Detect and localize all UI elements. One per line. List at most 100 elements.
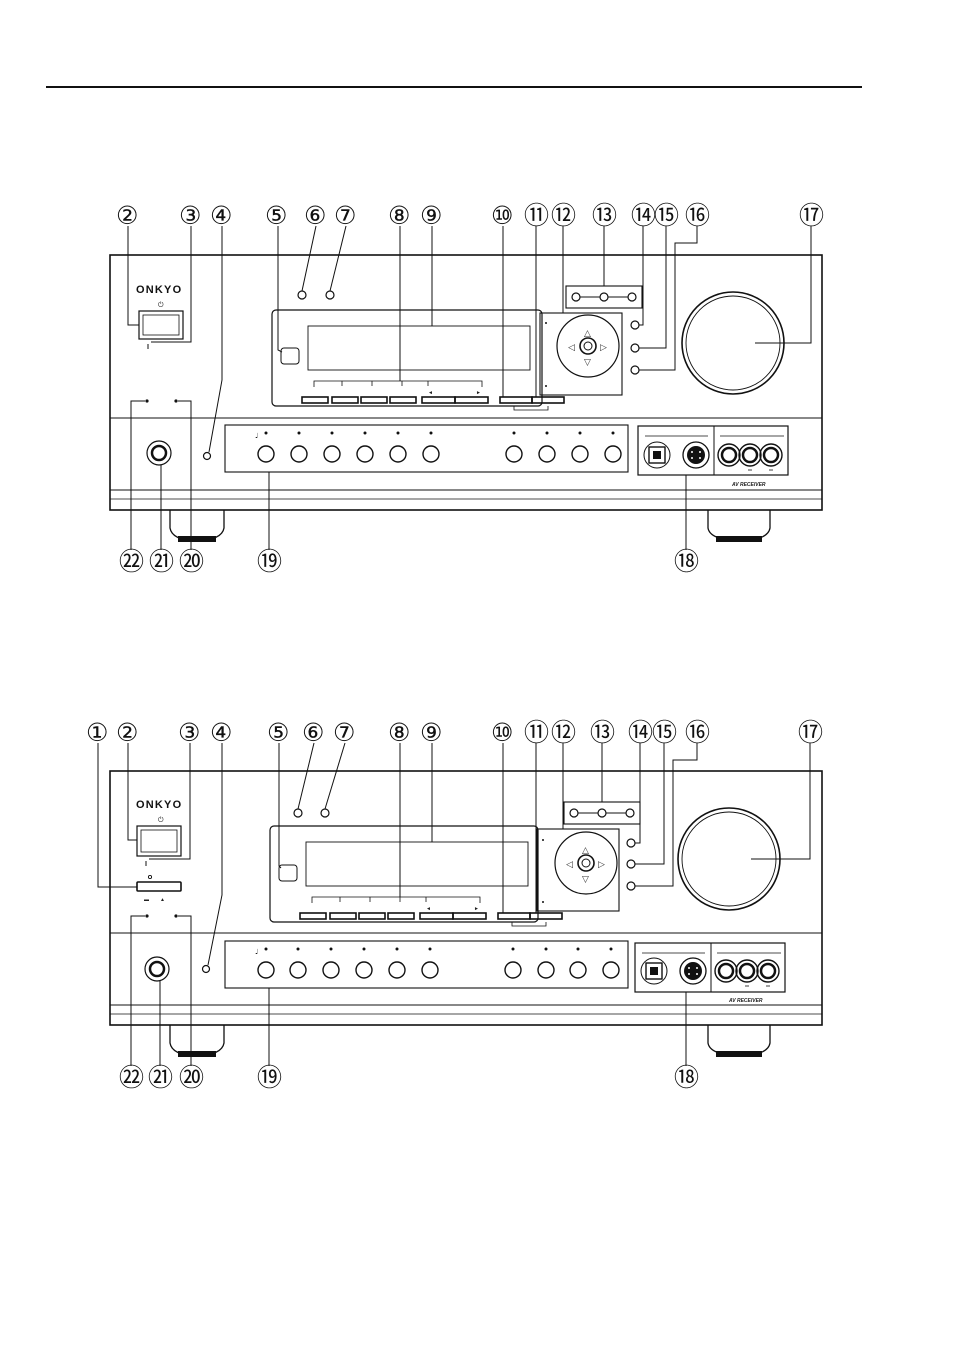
selector-button[interactable] [258, 962, 274, 978]
tuning-button-left[interactable] [420, 913, 453, 919]
button-13c[interactable] [628, 293, 636, 301]
arrow-right-icon: ▷ [598, 860, 605, 870]
remote-sensor [279, 865, 297, 881]
selector-button[interactable] [506, 446, 522, 462]
arrow-left-icon: ◁ [568, 343, 575, 353]
callout-4: ④ [210, 201, 232, 230]
standby-on-button[interactable] [137, 826, 181, 856]
selector-button[interactable] [323, 962, 339, 978]
bar-button[interactable] [361, 397, 387, 403]
button-13b[interactable] [598, 809, 606, 817]
selector-button[interactable] [605, 446, 621, 462]
callout-2: ② [116, 718, 138, 747]
small-button-4[interactable] [203, 966, 210, 973]
button-7[interactable] [326, 291, 334, 299]
callout-1: ① [86, 718, 108, 747]
selector-button[interactable] [539, 446, 555, 462]
callout-4: ④ [210, 718, 232, 747]
callout-14: ⑭ [631, 201, 656, 230]
selector-button[interactable] [422, 962, 438, 978]
cursor-pad-frame [537, 829, 619, 911]
optical-input-jack-inner [653, 451, 661, 459]
s-video-pin [699, 451, 701, 453]
selector-button[interactable] [423, 446, 439, 462]
selector-button[interactable] [324, 446, 340, 462]
button-14[interactable] [627, 839, 635, 847]
selector-led [610, 948, 613, 951]
button-15[interactable] [631, 344, 639, 352]
button-7[interactable] [321, 809, 329, 817]
selector-button[interactable] [570, 962, 586, 978]
button-6[interactable] [294, 809, 302, 817]
callout-9: ⑨ [420, 201, 442, 230]
tuning-button-right[interactable] [455, 397, 488, 403]
bar-button[interactable] [300, 913, 326, 919]
button-11[interactable] [532, 397, 564, 403]
selector-button[interactable] [603, 962, 619, 978]
cursor-enter-button[interactable] [578, 855, 594, 871]
selector-button[interactable] [258, 446, 274, 462]
selector-led [397, 432, 400, 435]
phones-jack[interactable] [147, 441, 171, 465]
indicator-led-left [145, 914, 148, 917]
bracket-8 [312, 897, 480, 903]
callout-12: ⑫ [551, 718, 576, 747]
button-16[interactable] [631, 366, 639, 374]
selector-button[interactable] [505, 962, 521, 978]
bar-button[interactable] [390, 397, 416, 403]
s-video-pin [699, 457, 701, 459]
bracket-8 [314, 381, 482, 387]
callout-8: ⑧ [388, 201, 410, 230]
bar-button[interactable] [359, 913, 385, 919]
button-6[interactable] [298, 291, 306, 299]
indicator-led-right [174, 399, 177, 402]
selector-button[interactable] [290, 962, 306, 978]
bar-button[interactable] [388, 913, 414, 919]
button-13a[interactable] [572, 293, 580, 301]
remote-sensor [281, 348, 299, 364]
callout-11: ⑪ [524, 201, 549, 230]
button-13c[interactable] [626, 809, 634, 817]
callout-20: ⑳ [179, 1063, 204, 1092]
selector-button[interactable] [389, 962, 405, 978]
composite-video-jack-inner [722, 448, 736, 462]
brand-logo: ONKYO [136, 799, 182, 811]
arrow-left-icon: ◄ [426, 906, 431, 912]
brand-logo: ONKYO [136, 284, 182, 296]
button-13a[interactable] [570, 809, 578, 817]
button-15[interactable] [627, 860, 635, 868]
selector-button[interactable] [291, 446, 307, 462]
tuning-button-left[interactable] [422, 397, 455, 403]
button-11[interactable] [530, 913, 562, 919]
phones-jack-inner [150, 962, 164, 976]
button-14[interactable] [631, 321, 639, 329]
display-area [308, 326, 530, 370]
leader-lines [98, 743, 810, 1066]
button-1[interactable] [137, 882, 181, 891]
callout-22: ㉒ [119, 1063, 144, 1092]
callout-22: ㉒ [119, 547, 144, 576]
bar-button[interactable] [302, 397, 328, 403]
bar-button[interactable] [332, 397, 358, 403]
phones-jack[interactable] [145, 957, 169, 981]
power-symbol-icon: ⏻ [158, 816, 164, 824]
button-13b[interactable] [600, 293, 608, 301]
small-button-4[interactable] [204, 453, 211, 460]
bar-button[interactable] [330, 913, 356, 919]
button-16[interactable] [627, 882, 635, 890]
selector-button[interactable] [538, 962, 554, 978]
cursor-enter-button[interactable] [580, 338, 596, 354]
selector-button[interactable] [390, 446, 406, 462]
dot [545, 385, 547, 387]
selector-button[interactable] [572, 446, 588, 462]
selector-button[interactable] [356, 962, 372, 978]
selector-led [298, 432, 301, 435]
button-10[interactable] [500, 397, 532, 403]
selector-button[interactable] [357, 446, 373, 462]
button-10[interactable] [498, 913, 530, 919]
tuning-button-right[interactable] [453, 913, 486, 919]
receiver-panel-top: ONKYO ⏻ ◄ ► [110, 201, 824, 576]
selector-led [513, 432, 516, 435]
callout-6: ⑥ [302, 718, 324, 747]
